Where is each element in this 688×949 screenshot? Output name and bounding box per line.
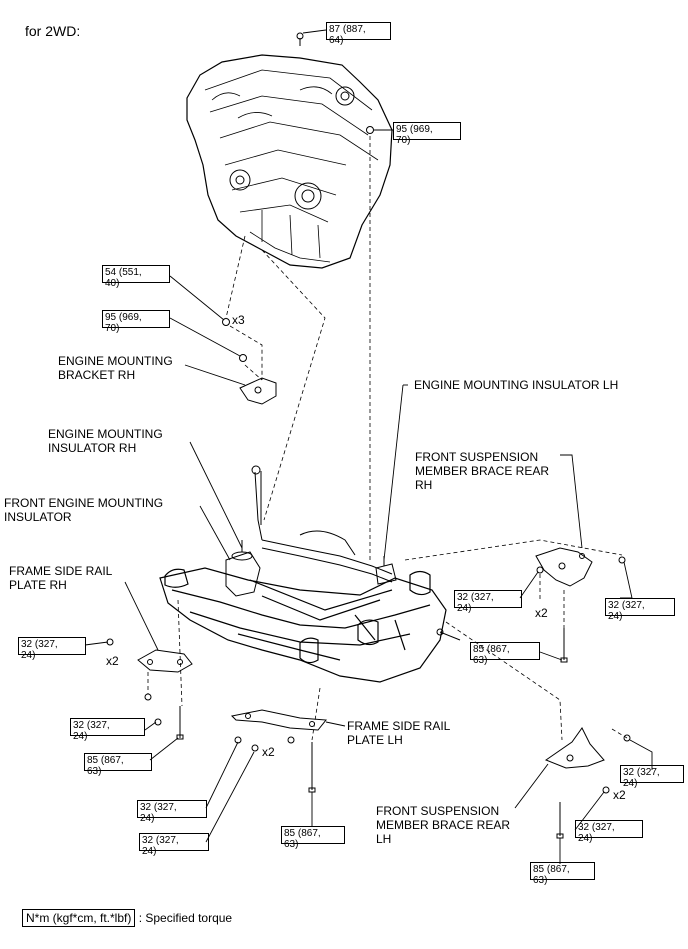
quantity-label: x2	[262, 745, 275, 759]
engine-mounting-bracket-rh-illustration	[239, 377, 277, 405]
torque-callout: 32 (327,24)	[18, 637, 86, 663]
torque-callout: 32 (327,24)	[605, 598, 675, 624]
quantity-label: x2	[535, 606, 548, 620]
engine-illustration	[186, 54, 393, 269]
front-engine-mounting-insulator-illustration	[225, 540, 261, 597]
quantity-label: x3	[232, 313, 245, 327]
torque-callout: 32 (327,24)	[139, 833, 209, 859]
label-frame-side-rail-plate-rh: FRAME SIDE RAIL PLATE RH	[9, 564, 113, 592]
torque-callout: 32 (327,24)	[620, 765, 684, 791]
label-front-suspension-member-brace-rear-rh: FRONT SUSPENSION MEMBER BRACE REAR RH	[415, 450, 550, 492]
subframe-illustration	[159, 567, 447, 683]
legend-text: : Specified torque	[138, 911, 233, 925]
torque-legend: N*m (kgf*cm, ft.*lbf) : Specified torque	[22, 909, 233, 927]
torque-callout: 85 (867,63)	[530, 862, 595, 888]
front-suspension-member-brace-rear-lh-illustration	[544, 727, 605, 769]
torque-callout: 95 (969,70)	[102, 310, 170, 336]
quantity-label: x2	[613, 788, 626, 802]
legend-key-box: N*m (kgf*cm, ft.*lbf)	[22, 909, 136, 927]
alignment-lines	[147, 136, 628, 741]
torque-callout: 95 (969,70)	[393, 122, 461, 148]
label-engine-mounting-insulator-lh: ENGINE MOUNTING INSULATOR LH	[414, 378, 619, 392]
frame-side-rail-plate-lh-illustration	[230, 709, 327, 731]
label-engine-mounting-bracket-rh: ENGINE MOUNTING BRACKET RH	[58, 354, 173, 382]
torque-callout: 32 (327,24)	[575, 820, 643, 846]
steering-gear-illustration	[251, 465, 393, 583]
quantity-label: x2	[106, 654, 119, 668]
label-front-suspension-member-brace-rear-lh: FRONT SUSPENSION MEMBER BRACE REAR LH	[376, 804, 511, 846]
label-engine-mounting-insulator-rh: ENGINE MOUNTING INSULATOR RH	[48, 427, 163, 455]
torque-callout: 54 (551,40)	[102, 265, 170, 291]
torque-callout: 32 (327,24)	[454, 590, 522, 616]
torque-callout: 85 (867,63)	[470, 642, 540, 668]
label-front-engine-mounting-insulator: FRONT ENGINE MOUNTING INSULATOR	[4, 496, 164, 524]
bolts-illustration	[106, 32, 631, 839]
diagram-title: for 2WD:	[25, 23, 81, 39]
torque-callout: 87 (887,64)	[326, 22, 391, 48]
frame-side-rail-plate-rh-illustration	[137, 649, 193, 673]
label-frame-side-rail-plate-lh: FRAME SIDE RAIL PLATE LH	[347, 719, 451, 747]
torque-callout: 32 (327,24)	[137, 800, 207, 826]
torque-callout: 32 (327,24)	[70, 718, 145, 744]
front-suspension-member-brace-rear-rh-illustration	[535, 547, 593, 587]
leader-lines	[84, 29, 653, 864]
torque-callout: 85 (867,63)	[281, 826, 345, 852]
torque-callout: 85 (867,63)	[84, 753, 152, 779]
